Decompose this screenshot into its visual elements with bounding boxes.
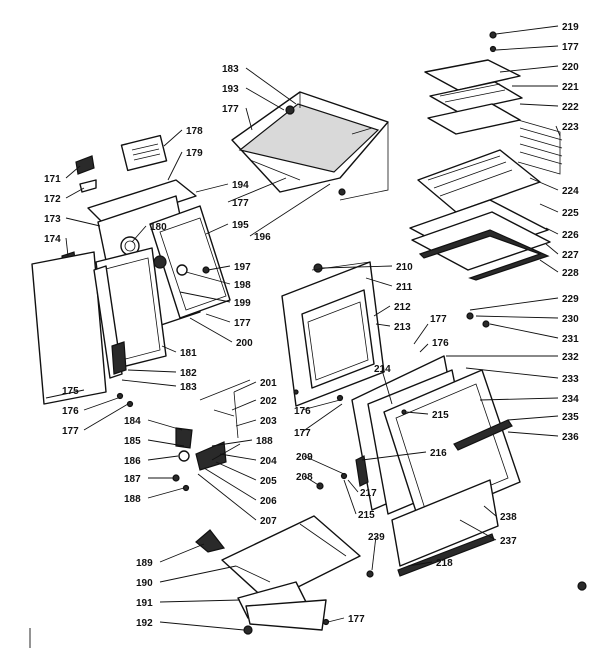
callout-215: 215	[358, 510, 375, 521]
callout-205: 205	[260, 476, 277, 487]
callout-181: 181	[180, 348, 197, 359]
callout-177: 177	[234, 318, 251, 329]
callout-233: 233	[562, 374, 579, 385]
callout-174: 174	[44, 234, 61, 245]
callout-215: 215	[432, 410, 449, 421]
oven-liner-frame	[281, 261, 385, 407]
callout-238: 238	[500, 512, 517, 523]
callout-185: 185	[124, 436, 141, 447]
oven-door-assembly	[316, 312, 521, 525]
callout-236: 236	[562, 432, 579, 443]
callout-172: 172	[44, 194, 61, 205]
callout-184: 184	[124, 416, 141, 427]
callout-188: 188	[256, 436, 273, 447]
callout-192: 192	[136, 618, 153, 629]
callout-177: 177	[294, 428, 311, 439]
callout-175: 175	[62, 386, 79, 397]
callout-212: 212	[394, 302, 411, 313]
callout-224: 224	[562, 186, 579, 197]
callout-176: 176	[432, 338, 449, 349]
callout-206: 206	[260, 496, 277, 507]
callout-222: 222	[562, 102, 579, 113]
cooktop-panels	[409, 149, 551, 281]
callout-194: 194	[232, 180, 249, 191]
callout-labels: 219 177 220 221 222 223 183 193 177 178 …	[44, 22, 579, 629]
control-panel-top	[231, 91, 389, 201]
callout-201: 201	[260, 378, 277, 389]
callout-177: 177	[232, 198, 249, 209]
bottom-drawer-assembly	[195, 479, 499, 635]
callout-176: 176	[294, 406, 311, 417]
leader-lines	[45, 25, 561, 631]
callout-177: 177	[62, 426, 79, 437]
callout-191: 191	[136, 598, 153, 609]
callout-195: 195	[232, 220, 249, 231]
callout-177: 177	[562, 42, 579, 53]
callout-208: 208	[296, 472, 313, 483]
callout-220: 220	[562, 62, 579, 73]
callout-227: 227	[562, 250, 579, 261]
cooktop-top-stack	[424, 31, 563, 175]
callout-190: 190	[136, 578, 153, 589]
callout-198: 198	[234, 280, 251, 291]
callout-239: 239	[368, 532, 385, 543]
callout-202: 202	[260, 396, 277, 407]
valve-assembly	[172, 379, 251, 492]
callout-231: 231	[562, 334, 579, 345]
callout-180: 180	[150, 222, 167, 233]
callout-225: 225	[562, 208, 579, 219]
callout-187: 187	[124, 474, 141, 485]
callout-186: 186	[124, 456, 141, 467]
callout-183: 183	[180, 382, 197, 393]
callout-209: 209	[296, 452, 313, 463]
callout-178: 178	[186, 126, 203, 137]
callout-203: 203	[260, 416, 277, 427]
callout-204: 204	[260, 456, 277, 467]
callout-177: 177	[430, 314, 447, 325]
callout-193: 193	[222, 84, 239, 95]
callout-237: 237	[500, 536, 517, 547]
callout-217: 217	[360, 488, 377, 499]
callout-183: 183	[222, 64, 239, 75]
callout-219: 219	[562, 22, 579, 33]
callout-232: 232	[562, 352, 579, 363]
callout-200: 200	[236, 338, 253, 349]
callout-177: 177	[348, 614, 365, 625]
callout-210: 210	[396, 262, 413, 273]
callout-229: 229	[562, 294, 579, 305]
callout-213: 213	[394, 322, 411, 333]
callout-223: 223	[562, 122, 579, 133]
callout-199: 199	[234, 298, 251, 309]
callout-234: 234	[562, 394, 579, 405]
callout-176: 176	[62, 406, 79, 417]
callout-197: 197	[234, 262, 251, 273]
callout-235: 235	[562, 412, 579, 423]
callout-171: 171	[44, 174, 61, 185]
callout-188: 188	[124, 494, 141, 505]
callout-226: 226	[562, 230, 579, 241]
callout-177: 177	[222, 104, 239, 115]
callout-182: 182	[180, 368, 197, 379]
callout-218: 218	[436, 558, 453, 569]
callout-173: 173	[44, 214, 61, 225]
scan-marks	[29, 581, 587, 648]
callout-207: 207	[260, 516, 277, 527]
callout-211: 211	[396, 282, 413, 293]
callout-189: 189	[136, 558, 153, 569]
callout-179: 179	[186, 148, 203, 159]
callout-196: 196	[254, 232, 271, 243]
left-outer-panels	[31, 247, 167, 408]
callout-228: 228	[562, 268, 579, 279]
callout-214: 214	[374, 364, 391, 375]
callout-221: 221	[562, 82, 579, 93]
callout-216: 216	[430, 448, 447, 459]
callout-230: 230	[562, 314, 579, 325]
